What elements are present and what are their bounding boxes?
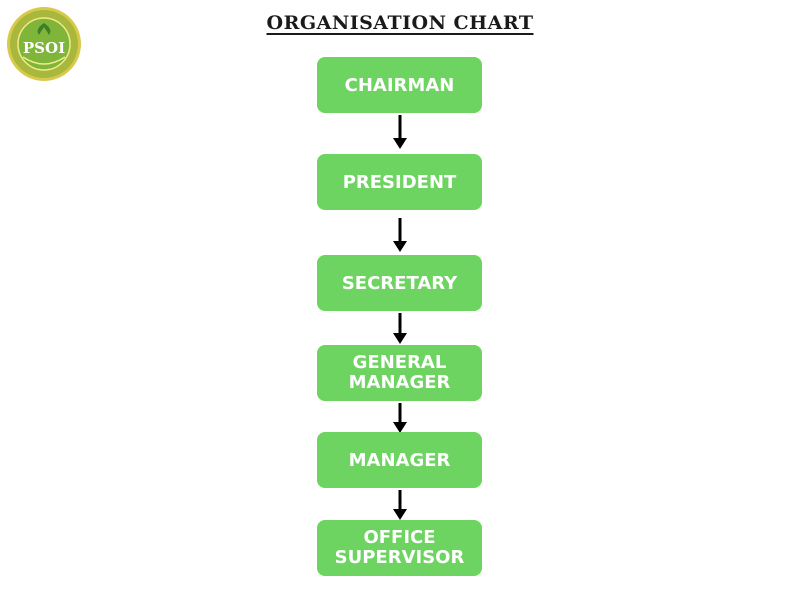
org-node-label-line: CHAIRMAN bbox=[344, 74, 455, 96]
psoi-logo: PSOI bbox=[5, 5, 83, 83]
org-node-label: MANAGER bbox=[349, 450, 451, 471]
org-node-label: PRESIDENT bbox=[343, 172, 457, 193]
org-node-president: PRESIDENT bbox=[317, 154, 482, 210]
org-node-label: SECRETARY bbox=[342, 273, 457, 294]
org-node-secretary: SECRETARY bbox=[317, 255, 482, 311]
logo-text: PSOI bbox=[23, 39, 65, 57]
page-title-text: ORGANISATION CHART bbox=[266, 12, 534, 34]
org-node-label-line: PRESIDENT bbox=[342, 171, 457, 193]
org-node-label-line: SUPERVISOR bbox=[334, 547, 465, 568]
org-node-label-line: OFFICE bbox=[363, 527, 436, 548]
org-node-manager: MANAGER bbox=[317, 432, 482, 488]
org-node-label-line: GENERAL bbox=[352, 352, 447, 373]
org-node-label: CHAIRMAN bbox=[345, 75, 455, 96]
psoi-emblem-icon: PSOI bbox=[7, 7, 81, 81]
org-node-label-line: MANAGER bbox=[348, 372, 451, 393]
org-node-label-line: MANAGER bbox=[348, 449, 451, 471]
org-node-chairman: CHAIRMAN bbox=[317, 57, 482, 113]
down-arrow-icon bbox=[392, 490, 408, 520]
page-title: ORGANISATION CHART bbox=[0, 12, 800, 34]
down-arrow-icon bbox=[392, 115, 408, 149]
down-arrow-icon bbox=[392, 403, 408, 433]
down-arrow-icon bbox=[392, 218, 408, 252]
down-arrow-icon bbox=[392, 313, 408, 344]
org-node-label-line: SECRETARY bbox=[341, 272, 458, 294]
